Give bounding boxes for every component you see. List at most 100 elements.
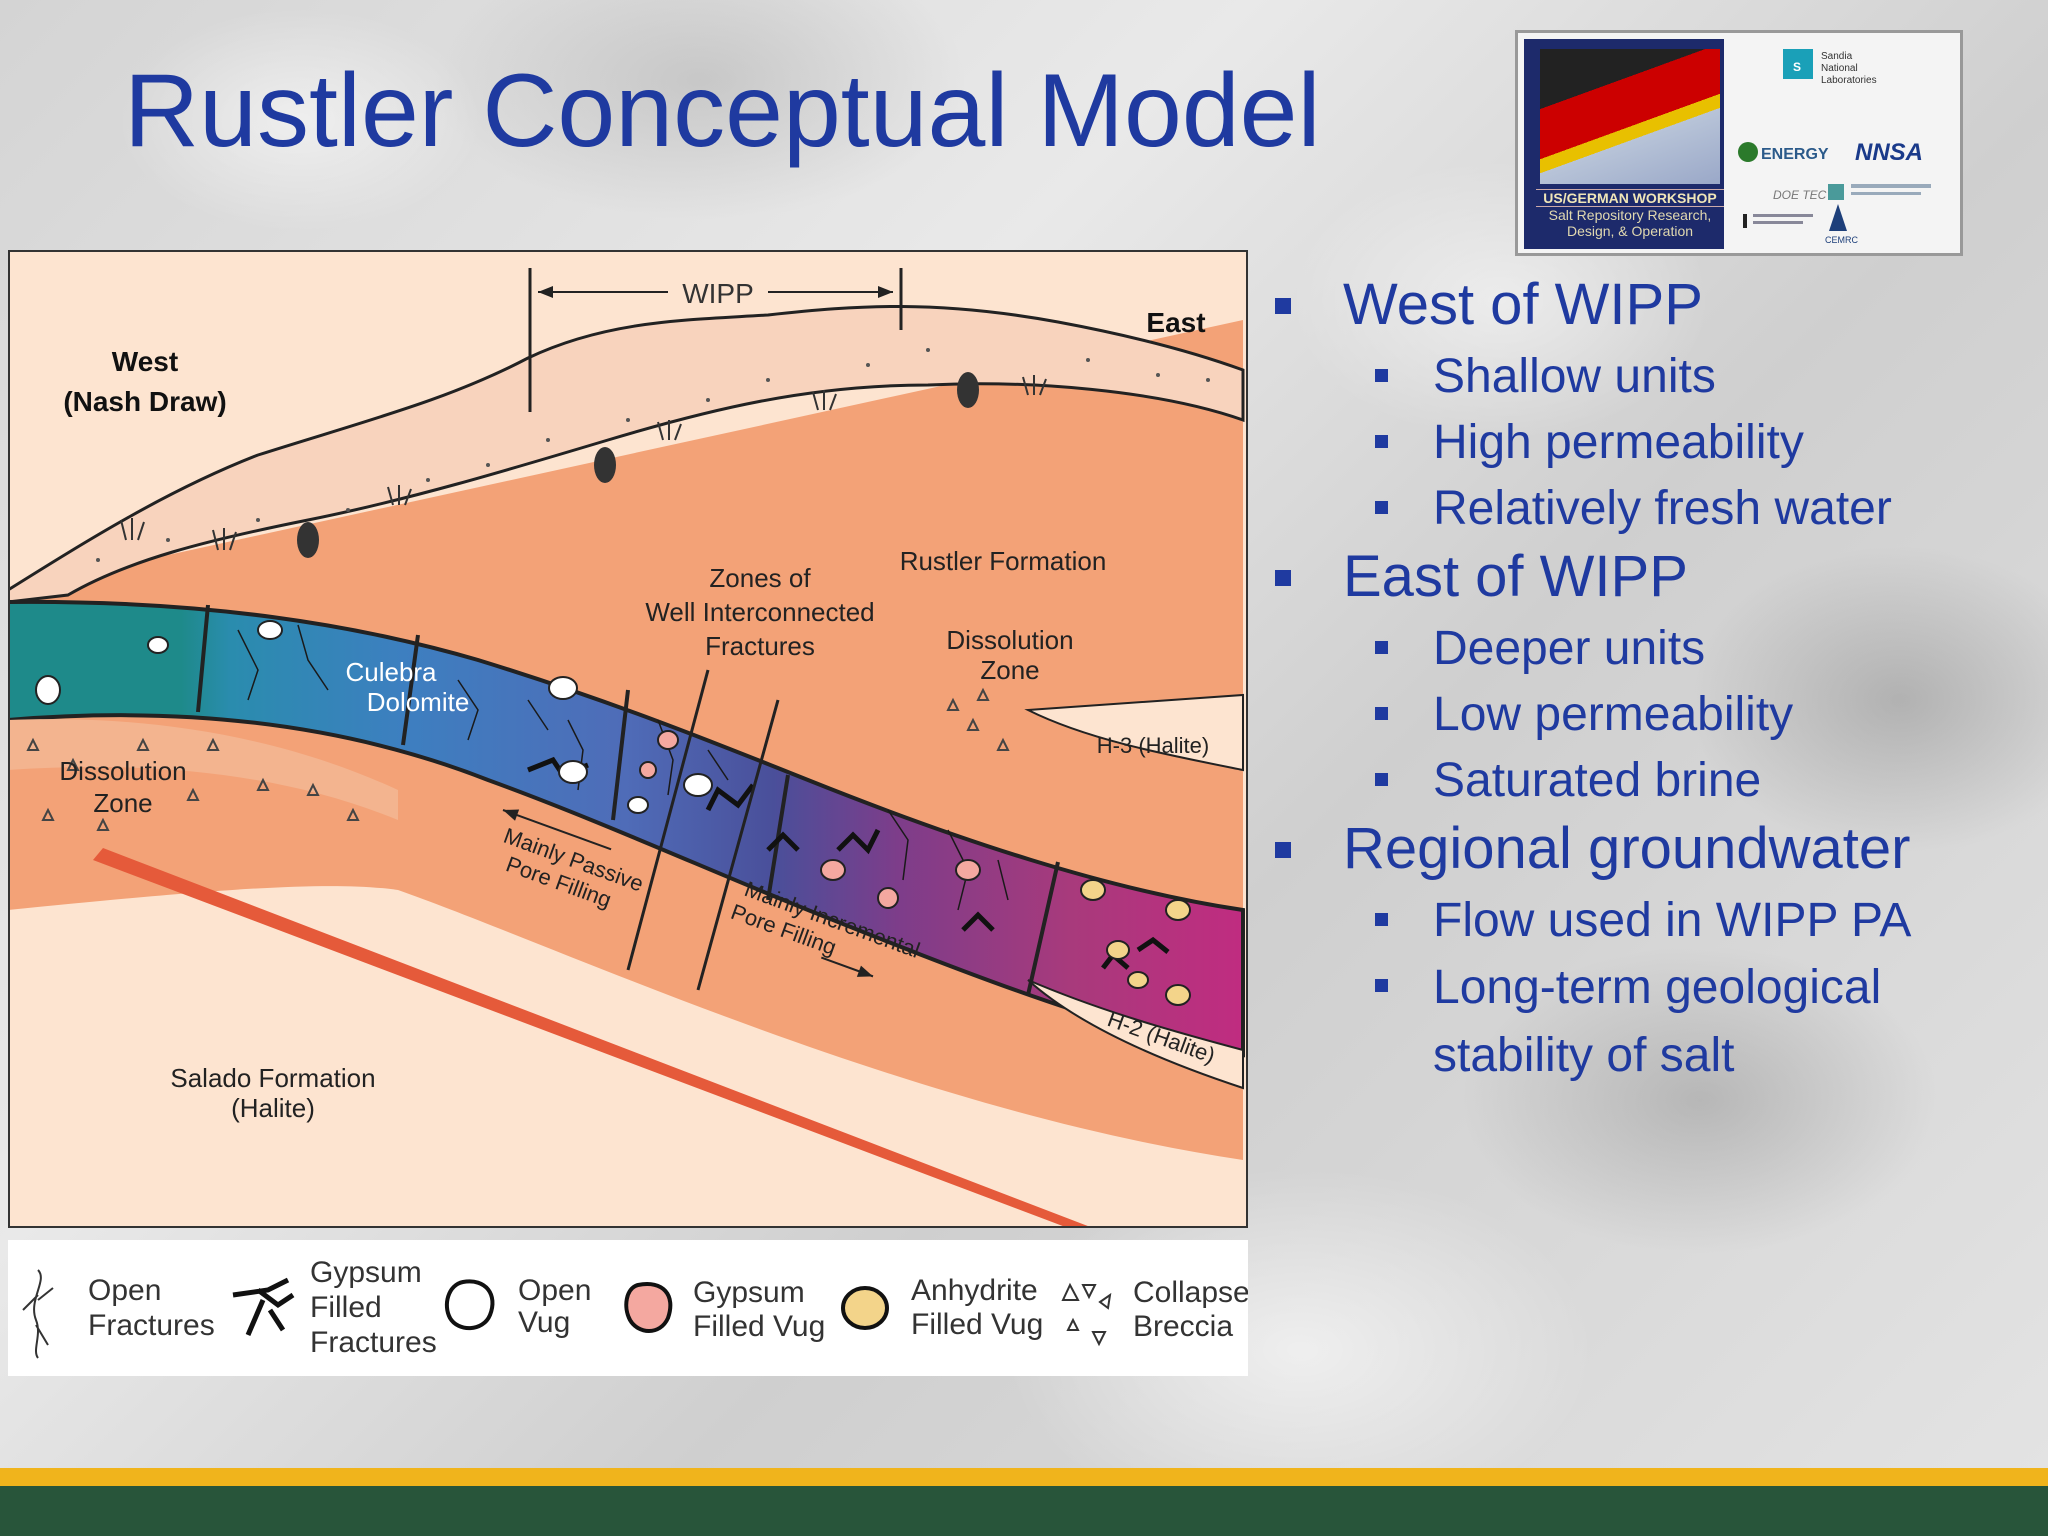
surface-pebble-marks — [96, 348, 1210, 562]
bullet-square-icon — [1375, 707, 1388, 720]
bullet-square-icon — [1375, 641, 1388, 654]
west-label: West — [112, 346, 178, 377]
salado-label-2: (Halite) — [231, 1093, 315, 1123]
sub-bullet: Low permeability — [1265, 682, 2025, 748]
sub-bullet: High permeability — [1265, 410, 2025, 476]
dissolution-west-label-1: Dissolution — [59, 756, 186, 786]
dissolution-east-label-2: Zone — [980, 655, 1039, 685]
diagram-legend: Open Fractures Gypsum Filled Fractures O… — [8, 1240, 1250, 1376]
workshop-caption: US/GERMAN WORKSHOP Salt Repository Resea… — [1536, 189, 1724, 239]
bullet-square-icon — [1375, 369, 1388, 382]
nnsa-logo-text: NNSA — [1855, 139, 1923, 166]
fault-line-2 — [696, 699, 780, 991]
rustler-cross-section-diagram: WIPP — [6, 250, 1248, 1228]
culebra-label-2: Dolomite — [367, 687, 470, 717]
energy-logo-text: ENERGY — [1761, 146, 1829, 163]
open-fractures-icon — [22, 1269, 54, 1359]
small-logo-icon — [1828, 184, 1844, 200]
gypsum-filled-fractures-marks — [527, 756, 1170, 970]
diagram-border — [8, 250, 1248, 1228]
bullet-square-icon — [1375, 979, 1388, 992]
footer-green-bar — [0, 1486, 2048, 1536]
legend-gypsum-fractures-l1: Gypsum — [310, 1256, 422, 1289]
workshop-sub2: Design, & Operation — [1566, 223, 1694, 239]
legend-gypsum-fractures-l2: Filled — [310, 1291, 382, 1324]
h3-label: H-3 (Halite) — [1097, 733, 1209, 758]
legend-open-fractures-l2: Fractures — [88, 1309, 215, 1342]
salado-label-1: Salado Formation — [170, 1063, 375, 1093]
sponsor-logos-art: S Sandia National Laboratories ENERGY NN… — [1738, 49, 1931, 245]
collapse-breccia-marks-east — [946, 687, 1010, 751]
wipp-label: WIPP — [682, 278, 754, 309]
bullet-square-icon — [1375, 773, 1388, 786]
legend-breccia-l1: Collapse — [1133, 1276, 1248, 1309]
legend-anhydrite-vug-l2: Filled Vug — [911, 1308, 1043, 1341]
gypsum-filled-vug — [657, 730, 679, 750]
bullet-list: West of WIPP Shallow units High permeabi… — [1265, 270, 2025, 1090]
bullet-square-icon — [1375, 435, 1388, 448]
collapse-breccia-icon — [1061, 1282, 1112, 1347]
legend-gypsum-fractures-l3: Fractures — [310, 1326, 437, 1359]
bullet-regional-groundwater: Regional groundwater — [1265, 814, 2025, 884]
anhydrite-filled-vug-icon — [841, 1286, 889, 1330]
bullet-square-icon — [1275, 570, 1291, 586]
legend-breccia-l2: Breccia — [1133, 1310, 1233, 1343]
bullet-square-icon — [1375, 501, 1388, 514]
sponsor-logos: S Sandia National Laboratories ENERGY NN… — [1733, 39, 1955, 249]
svg-text:S: S — [1793, 60, 1801, 74]
zones-label-3: Fractures — [705, 631, 815, 661]
bullet-square-icon — [1275, 842, 1291, 858]
h2-halite-lens — [1027, 979, 1244, 1090]
sub-bullet: Flow used in WIPP PA — [1265, 888, 2025, 954]
cross-section-svg: WIPP — [6, 250, 1248, 1228]
sandia-text-3: Laboratories — [1821, 75, 1877, 86]
slide-title: Rustler Conceptual Model — [124, 53, 1321, 169]
sandia-text-2: National — [1821, 63, 1858, 74]
workshop-title: US/GERMAN WORKSHOP — [1536, 189, 1724, 207]
footer-gold-stripe — [0, 1468, 2048, 1486]
anhydrite-filled-vug — [1080, 879, 1106, 901]
dissolution-east-label-1: Dissolution — [946, 625, 1073, 655]
h3-halite-lens — [1024, 693, 1244, 772]
bullet-square-icon — [1375, 913, 1388, 926]
open-vug-icon — [444, 1279, 495, 1331]
legend-open-vug-l2: Vug — [518, 1306, 570, 1339]
legend-open-fractures-l1: Open — [88, 1274, 161, 1307]
legend-svg: Open Fractures Gypsum Filled Fractures O… — [22, 1256, 1250, 1359]
gypsum-filled-fractures-icon — [232, 1277, 295, 1336]
sub-bullet: Shallow units — [1265, 344, 2025, 410]
workshop-sub1: Salt Repository Research, — [1548, 207, 1712, 223]
salado-seam-line — [93, 848, 1093, 1228]
doe-seal-icon — [1738, 142, 1758, 162]
collapse-breccia-marks-west — [26, 737, 360, 831]
sub-bullet: Saturated brine — [1265, 748, 2025, 814]
sub-bullet: Deeper units — [1265, 616, 2025, 682]
legend-gypsum-vug-l2: Filled Vug — [693, 1310, 825, 1343]
legend-open-vug-l1: Open — [518, 1274, 591, 1307]
bullet-square-icon — [1275, 298, 1291, 314]
sub-bullet: Long-term geological stability of salt — [1265, 954, 1993, 1090]
dissolution-west-label-2: Zone — [93, 788, 152, 818]
legend-gypsum-vug-l1: Gypsum — [693, 1276, 805, 1309]
bullet-west-of-wipp: West of WIPP — [1265, 270, 2025, 340]
surface-bush-marks — [297, 372, 979, 558]
legend-anhydrite-vug-l1: Anhydrite — [911, 1274, 1038, 1307]
sandia-logo-icon — [1783, 49, 1813, 79]
bullet-east-of-wipp: East of WIPP — [1265, 542, 2025, 612]
gypsum-filled-vug-icon — [624, 1282, 673, 1333]
fault-line-1 — [626, 669, 710, 971]
cemrc-text: CEMRC — [1825, 235, 1858, 245]
zones-label-2: Well Interconnected — [645, 597, 874, 627]
surface-vegetation-marks — [120, 375, 1047, 551]
sub-bullet: Relatively fresh water — [1265, 476, 2025, 542]
zones-label-1: Zones of — [709, 563, 811, 593]
workshop-logo: US/GERMAN WORKSHOP Salt Repository Resea… — [1524, 39, 1724, 249]
culebra-label-1: Culebra — [345, 657, 437, 687]
east-label: East — [1146, 307, 1205, 338]
open-vug — [257, 620, 283, 640]
sandia-text-1: Sandia — [1821, 51, 1853, 62]
doe-tec-logo-text: DOE TEC — [1773, 188, 1827, 202]
cemrc-logo-icon — [1829, 204, 1847, 231]
rustler-formation-label: Rustler Formation — [900, 546, 1107, 576]
west-dissolution-zone — [8, 719, 398, 820]
